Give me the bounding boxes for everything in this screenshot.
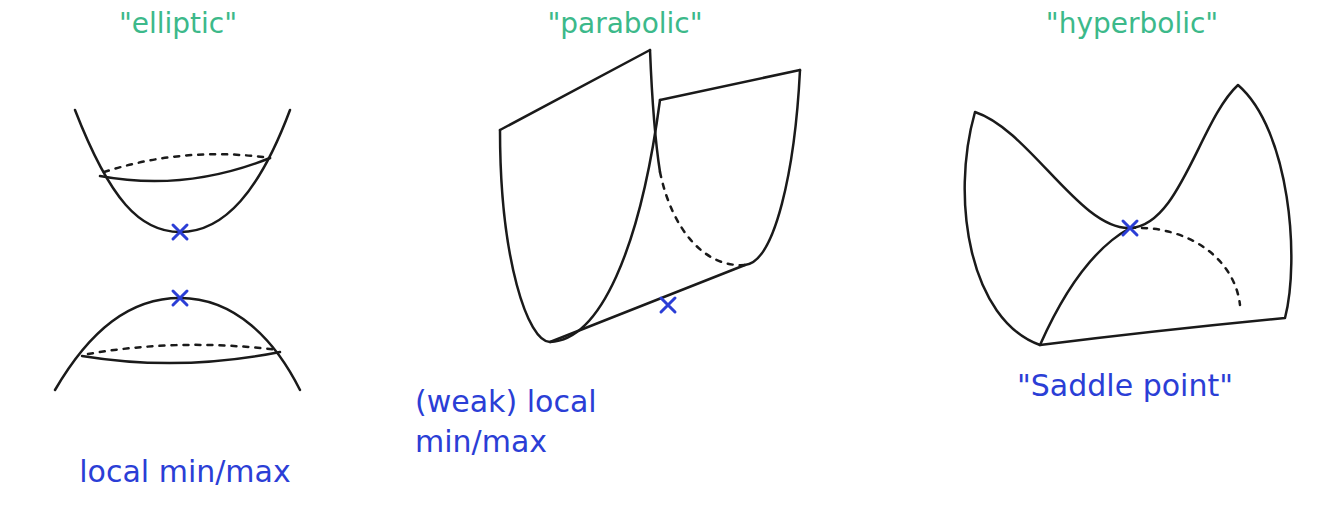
saddle-curve-hidden	[1130, 228, 1240, 305]
bowl-surface	[75, 110, 290, 232]
point-mark	[1123, 221, 1137, 235]
point-mark	[173, 291, 187, 305]
trough-edge	[500, 50, 650, 130]
saddle-outline	[965, 85, 1292, 345]
point-mark	[173, 225, 187, 239]
type-heading: "elliptic"	[28, 4, 328, 44]
cap-rim	[82, 352, 280, 363]
cap-rim-hidden	[88, 345, 278, 354]
trough-front	[500, 100, 660, 342]
type-heading: "hyperbolic"	[962, 4, 1302, 44]
point-mark	[661, 298, 675, 312]
saddle-curve	[1040, 228, 1130, 345]
trough-back-right	[745, 70, 800, 265]
trough-back-hidden	[660, 172, 745, 265]
trough-edge	[660, 70, 800, 100]
point-caption: (weak) local min/max	[415, 382, 655, 462]
point-caption: "Saddle point"	[965, 366, 1285, 406]
trough-edge	[550, 265, 745, 342]
cap-surface	[55, 298, 300, 390]
bowl-rim-hidden	[104, 154, 270, 172]
point-caption: local min/max	[15, 452, 355, 492]
type-heading: "parabolic"	[465, 4, 785, 44]
bowl-rim	[100, 158, 270, 181]
trough-back-visible	[650, 50, 660, 172]
